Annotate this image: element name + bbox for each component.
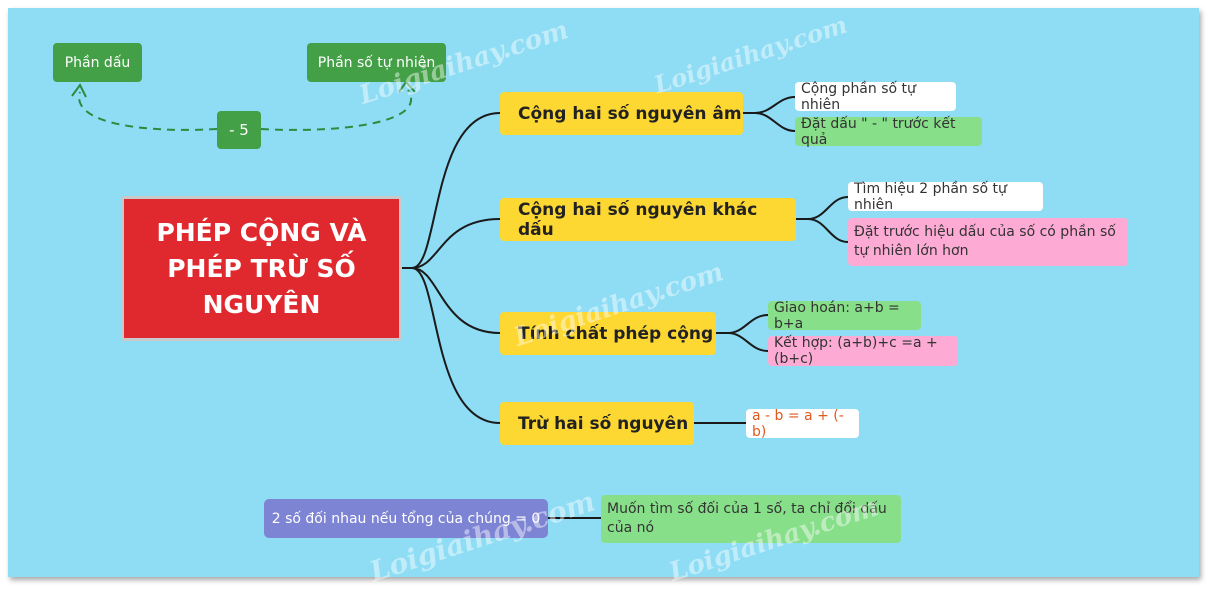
leaf-add-natural-parts[interactable]: Cộng phần số tự nhiên bbox=[795, 81, 956, 113]
dashed-link-right bbox=[260, 89, 412, 131]
link-central-branch-2 bbox=[411, 218, 501, 269]
leaf-find-difference[interactable]: Tìm hiệu 2 phần số tự nhiên bbox=[848, 181, 1043, 213]
leaf-place-minus-sign[interactable]: Đặt dấu " - " trước kết quả bbox=[795, 116, 982, 148]
arrowhead-right-icon bbox=[398, 80, 416, 93]
link-central-branch-3 bbox=[411, 267, 501, 334]
leaf-commutative[interactable]: Giao hoán: a+b = b+a bbox=[768, 300, 921, 332]
branch-negative-addition[interactable]: Cộng hai số nguyên âm bbox=[500, 92, 743, 135]
branch-addition-properties[interactable]: Tính chất phép cộng bbox=[500, 312, 716, 355]
leaf-sign-of-larger[interactable]: Đặt trước hiệu dấu của số có phần số tự … bbox=[848, 218, 1128, 266]
leaf-subtraction-formula[interactable]: a - b = a + (-b) bbox=[746, 408, 859, 440]
dashed-link-left bbox=[78, 91, 218, 131]
link-branch1-leaves bbox=[743, 96, 796, 132]
top-left-node[interactable]: Phần dấu bbox=[53, 43, 142, 82]
example-node[interactable]: - 5 bbox=[217, 111, 261, 149]
central-title: PHÉP CỘNG VÀ PHÉP TRỪ SỐ NGUYÊN bbox=[156, 217, 367, 319]
central-topic[interactable]: PHÉP CỘNG VÀ PHÉP TRỪ SỐ NGUYÊN bbox=[121, 196, 402, 341]
branch-mixed-sign-addition[interactable]: Cộng hai số nguyên khác dấu bbox=[500, 198, 796, 241]
link-central-branch-1 bbox=[402, 112, 501, 269]
branch-subtraction[interactable]: Trừ hai số nguyên bbox=[500, 402, 694, 445]
footnote-opposite-numbers[interactable]: 2 số đối nhau nếu tổng của chúng = 0 bbox=[264, 499, 548, 538]
footnote-find-opposite[interactable]: Muốn tìm số đối của 1 số, ta chỉ đổi dấu… bbox=[601, 495, 901, 543]
top-right-node[interactable]: Phần số tự nhiên bbox=[307, 43, 446, 82]
arrowhead-left-icon bbox=[71, 83, 87, 98]
link-central-branch-4 bbox=[411, 267, 501, 424]
link-branch2-leaves bbox=[796, 196, 849, 243]
link-branch3-leaves bbox=[716, 314, 769, 352]
leaf-associative[interactable]: Kết hợp: (a+b)+c =a +(b+c) bbox=[768, 335, 958, 367]
